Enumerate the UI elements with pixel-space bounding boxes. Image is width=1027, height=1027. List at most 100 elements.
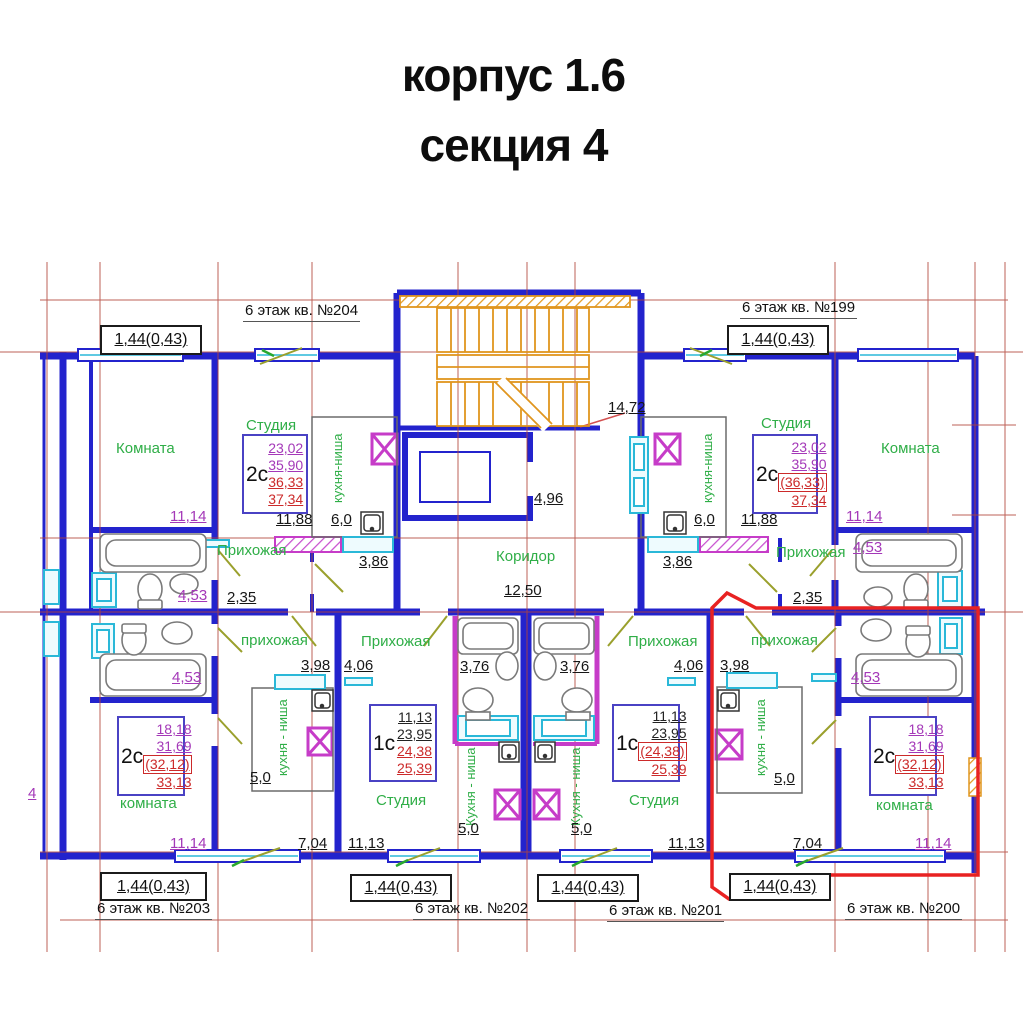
area-value: (24,38): [638, 742, 687, 761]
area-value: (36,33): [778, 473, 827, 492]
kitchen-area-202: 5,0: [458, 820, 479, 837]
apartment-201-type: 1с: [616, 731, 639, 755]
living-dim-204: 11,88: [276, 511, 313, 528]
room-area-204: 11,14: [170, 508, 207, 525]
toilet-icon: [561, 687, 593, 713]
room-label-203: комната: [120, 795, 177, 812]
area-value: 25,39: [396, 760, 432, 776]
hall-label-202: Прихожая: [361, 633, 431, 650]
corridor-area: 12,50: [504, 582, 542, 599]
room-area-199: 11,14: [846, 508, 883, 525]
hall-area-203: 3,98: [301, 657, 331, 674]
area-value: 31,69: [908, 738, 944, 754]
room-area-203: 11,14: [170, 835, 207, 852]
balcony-199: 1,44(0,43): [727, 325, 829, 355]
toilet-icon: [462, 687, 494, 713]
kitchen-label-203: кухня - ниша: [275, 699, 290, 777]
kitchen-label-201: Кухня - ниша: [568, 747, 583, 827]
balcony-199-dim: 1,44(0,43): [741, 331, 815, 348]
balcony-202: 1,44(0,43): [350, 874, 452, 902]
area-value: 36,33: [268, 474, 304, 490]
sink-icon: [495, 651, 519, 681]
wardrobe-hatch: [274, 536, 342, 553]
sink-icon: [863, 586, 893, 608]
vestibule-right-dim: 3,86: [663, 553, 693, 570]
area-value: 18,18: [908, 721, 944, 737]
studio-label-201: Студия: [629, 792, 680, 809]
kitchen-label-204: кухня-ниша: [330, 433, 345, 503]
balcony-200: 1,44(0,43): [729, 873, 831, 901]
bath-area-201: 3,76: [560, 658, 590, 675]
page-title-building: корпус 1.6: [401, 49, 626, 101]
wardrobe-hatch: [699, 536, 769, 553]
apartment-199-label: 6 этаж кв. №199: [740, 299, 858, 319]
apartment-199-area-table: 2с 23,02 35,90 (36,33) 37,34: [752, 434, 827, 514]
balcony-201-dim: 1,44(0,43): [551, 879, 625, 896]
sink-icon: [161, 621, 193, 645]
kitchen-area-201: 5,0: [571, 820, 592, 837]
area-value: 11,13: [398, 709, 432, 725]
apartment-204-type: 2с: [246, 462, 269, 486]
apartment-204-area-table: 2с 23,02 35,90 36,33 37,34: [242, 434, 308, 514]
area-value: 23,95: [396, 726, 432, 742]
bath-area-202: 3,76: [460, 658, 490, 675]
apartment-200-area-table: 2с 18,18 31,69 (32,12) 33,13: [869, 716, 944, 796]
corridor-label: Коридор: [496, 548, 556, 565]
area-value: 23,02: [791, 439, 827, 455]
vestibule-left-dim: 3,86: [359, 553, 389, 570]
sink-icon: [860, 618, 892, 642]
kitchen-label-199: кухня-ниша: [700, 433, 715, 503]
area-value: 18,18: [156, 721, 192, 737]
hall-area-199: 2,35: [793, 589, 823, 606]
partitions: [274, 432, 769, 821]
vent-shaft-icon: [306, 432, 744, 821]
area-value: 11,13: [652, 708, 687, 724]
room-label-200: комната: [876, 797, 933, 814]
door-swings: [217, 347, 844, 865]
area-value: (32,12): [895, 755, 944, 774]
adjacent-section-dim: 4: [28, 785, 37, 802]
living-dim-199: 11,88: [741, 511, 778, 528]
staircase: [399, 295, 631, 432]
hall-label-200: прихожая: [751, 632, 818, 649]
area-value: (32,12): [143, 755, 192, 774]
apartment-201-label: 6 этаж кв. №201: [607, 902, 725, 922]
bath-area-204: 4,53: [178, 587, 208, 604]
bath-fixtures: [99, 533, 963, 721]
area-value: 31,69: [156, 738, 192, 754]
area-value: 37,34: [791, 492, 827, 508]
area-value: 33,13: [156, 774, 192, 790]
room-label-199: Комната: [881, 440, 940, 457]
apartment-201-area-table: 1с 11,13 23,95 (24,38) 25,39: [612, 704, 687, 782]
area-value: 35,90: [791, 456, 827, 472]
area-value: 33,13: [908, 774, 944, 790]
elevator-shaft: [402, 432, 533, 521]
stairs-area: 14,72: [608, 399, 646, 416]
apartment-200-label: 6 этаж кв. №200: [845, 900, 963, 920]
apartment-202-type: 1с: [373, 731, 396, 755]
apartment-203-label: 6 этаж кв. №203: [95, 900, 213, 920]
studio-area-201: 11,13: [668, 835, 705, 852]
bath-area-199: 4,53: [853, 539, 883, 556]
kitchen-area-199: 6,0: [694, 511, 715, 528]
balcony-203-dim: 1,44(0,43): [117, 877, 190, 895]
balcony-202-dim: 1,44(0,43): [364, 879, 438, 896]
room-area-200: 11,14: [915, 835, 952, 852]
page-title-section: секция 4: [419, 119, 609, 171]
apartment-202-area-table: 1с 11,13 23,95 24,38 25,39: [369, 704, 437, 782]
hall-label-204: Прихожая: [217, 542, 287, 559]
kitchen-sinks: [311, 511, 740, 763]
room-label-204: Комната: [116, 440, 175, 457]
apartment-204-label: 6 этаж кв. №204: [243, 302, 361, 322]
hall-area-204: 2,35: [227, 589, 257, 606]
area-value: 25,39: [651, 761, 687, 777]
balcony-200-dim: 1,44(0,43): [743, 878, 817, 895]
studio-label-202: Студия: [376, 792, 427, 809]
cyan-fixtures: [43, 436, 963, 741]
kitchen-label-202: Кухня - ниша: [463, 747, 478, 827]
balcony-204-dim: 1,44(0,43): [114, 331, 188, 348]
area-value: 37,34: [268, 491, 304, 507]
studio-label-199: Студия: [761, 415, 812, 432]
